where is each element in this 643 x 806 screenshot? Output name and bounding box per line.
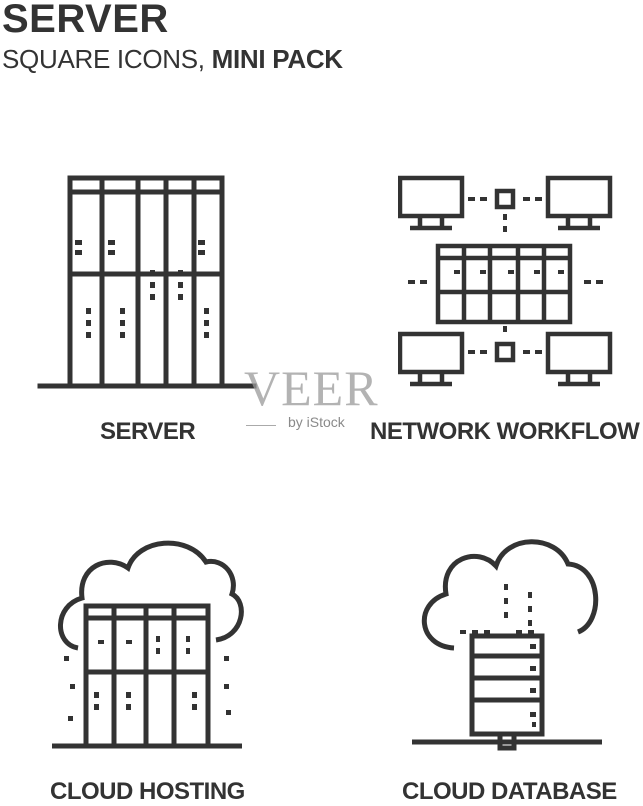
icon-label-cloud-database: CLOUD DATABASE	[402, 778, 617, 805]
cloud-database-icon	[412, 539, 602, 751]
icon-label-network-workflow: NETWORK WORKFLOW	[370, 418, 640, 445]
server-rack-icon	[37, 175, 257, 389]
watermark-divider	[246, 425, 276, 426]
watermark: VEER by iStock	[244, 362, 404, 434]
watermark-brand: VEER	[244, 360, 379, 416]
header: SERVER SQUARE ICONS, MINI PACK	[2, 0, 343, 74]
subtitle-bold: MINI PACK	[211, 44, 343, 74]
network-workflow-icon	[398, 175, 613, 387]
page-title: SERVER	[2, 0, 169, 41]
watermark-byline: by iStock	[288, 414, 345, 430]
cloud-hosting-icon	[52, 540, 244, 749]
page-subtitle: SQUARE ICONS, MINI PACK	[2, 44, 343, 74]
subtitle-prefix: SQUARE ICONS,	[2, 44, 212, 74]
icon-label-cloud-hosting: CLOUD HOSTING	[50, 778, 245, 805]
icon-label-server: SERVER	[100, 418, 196, 445]
